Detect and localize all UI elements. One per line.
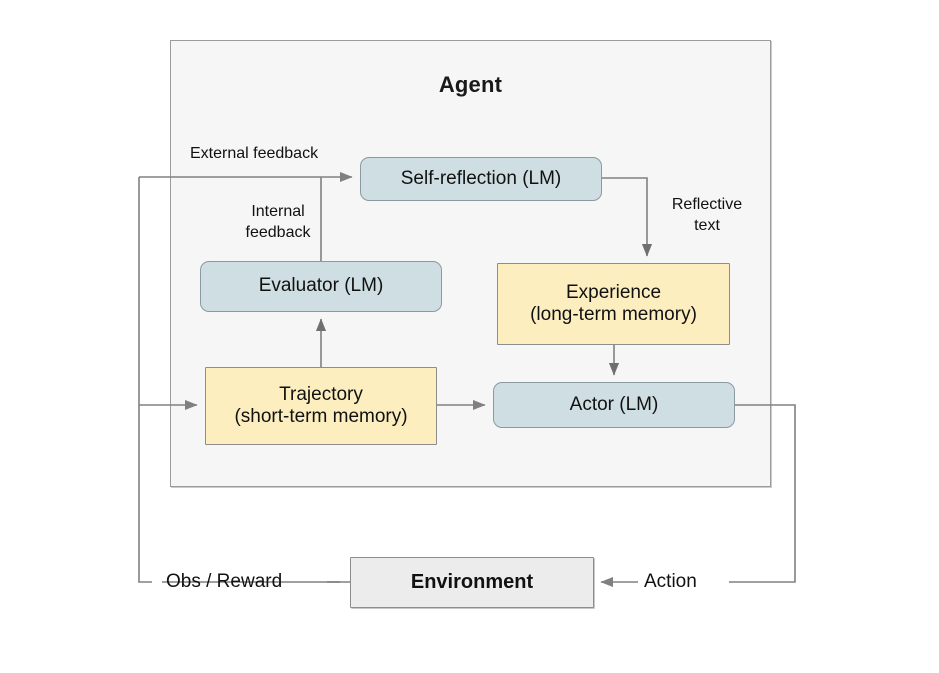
node-actor[interactable]: Actor (LM) xyxy=(493,382,735,428)
label-internal-feedback: Internal feedback xyxy=(245,203,311,241)
node-self-reflection[interactable]: Self-reflection (LM) xyxy=(360,157,602,201)
node-evaluator[interactable]: Evaluator (LM) xyxy=(200,261,442,312)
node-experience[interactable]: Experience (long-term memory) xyxy=(497,263,730,345)
agent-title: Agent xyxy=(438,72,503,97)
label-obs-reward: Obs / Reward xyxy=(166,571,283,592)
label-external-feedback: External feedback xyxy=(190,145,319,162)
edge-left-rail-vertical xyxy=(138,177,152,583)
label-reflective-text: Reflective text xyxy=(671,196,743,234)
node-environment[interactable]: Environment xyxy=(350,557,594,608)
label-action: Action xyxy=(644,571,697,592)
node-trajectory[interactable]: Trajectory (short-term memory) xyxy=(205,367,437,445)
